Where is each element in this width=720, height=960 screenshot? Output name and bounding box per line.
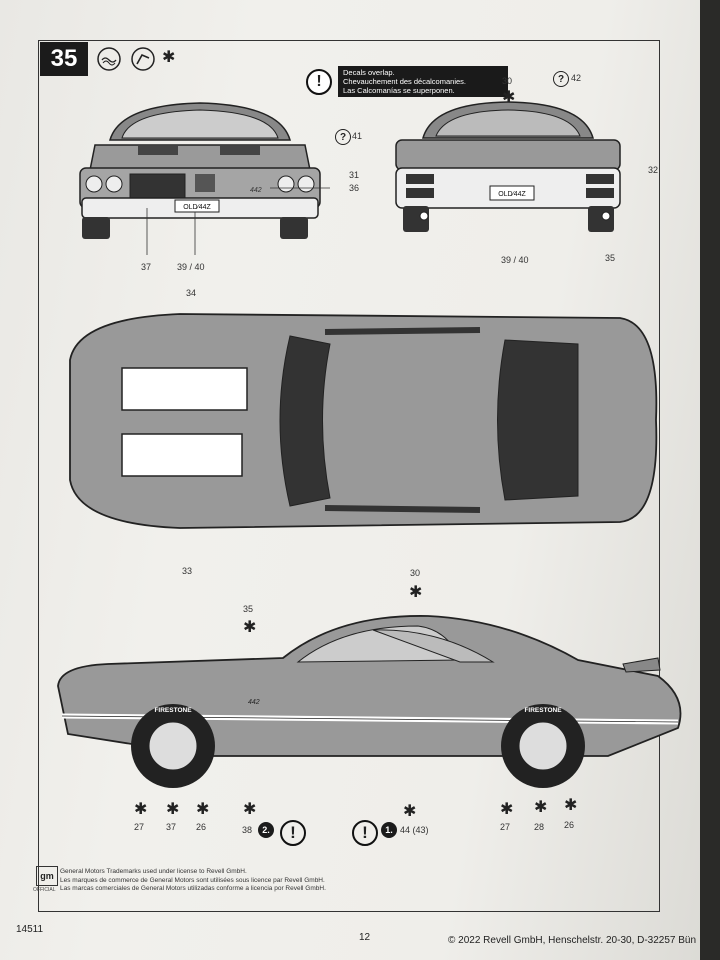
label-side-26b: 26: [564, 820, 575, 830]
warning-line-fr: Chevauchement des décalcomanies.: [343, 77, 466, 86]
label-rear-31: 31: [349, 170, 360, 180]
asterisk-icon: ✱: [500, 801, 514, 818]
gm-logo: gm: [36, 866, 58, 886]
decal-overlap-warning: ! Decals overlap. Chevauchement des déca…: [306, 66, 508, 97]
front-license-plate: OLD⁄44Z: [183, 204, 211, 211]
trademark-line-en: General Motors Trademarks used under lic…: [60, 868, 247, 875]
label-front-36: 36: [349, 183, 360, 193]
question-icon: ?: [335, 129, 351, 145]
trademark-line-es: Las marcas comerciales de General Motors…: [60, 885, 326, 892]
side-view-drawing: FIRESTONE FIRESTONE 442: [57, 615, 682, 788]
label-side-27b: 27: [500, 822, 511, 832]
asterisk-icon: ✱: [409, 584, 423, 601]
exclamation-icon: !: [352, 820, 378, 846]
decal-brush-icon: [131, 47, 155, 71]
exclamation-icon: !: [306, 68, 332, 95]
label-side-26a: 26: [196, 822, 207, 832]
page-number: 12: [359, 932, 371, 943]
side-badge: 442: [248, 699, 260, 706]
question-icon: ?: [553, 71, 569, 87]
svg-text:442: 442: [250, 187, 262, 194]
trademark-notice: General Motors Trademarks used under lic…: [60, 868, 326, 894]
asterisk-icon: ✱: [564, 797, 578, 814]
step-number: 35: [40, 42, 88, 76]
asterisk-icon: ✱: [243, 801, 257, 818]
sequence-2-badge: 2.: [258, 822, 274, 838]
front-view-drawing: 442 OLD⁄44Z: [79, 102, 330, 255]
label-side-44-43: 44 (43): [400, 825, 429, 835]
gm-official-label: OFFICIAL: [33, 887, 56, 893]
label-side-37: 37: [166, 822, 177, 832]
label-rear-42: 42: [571, 73, 582, 83]
tire-lettering-front: FIRESTONE: [154, 707, 192, 714]
exclamation-icon: !: [280, 820, 306, 846]
sequence-1-badge: 1.: [381, 822, 397, 838]
label-top-34: 34: [186, 288, 197, 298]
decal-water-icon: [97, 47, 121, 71]
asterisk-icon: ✱: [162, 49, 176, 66]
warning-line-es: Las Calcomanías se superponen.: [343, 86, 455, 95]
asterisk-icon: ✱: [134, 801, 148, 818]
label-top-33: 33: [182, 566, 193, 576]
kit-number: 14511: [16, 924, 44, 935]
label-rear-30: 30: [502, 76, 513, 86]
label-front-39-40: 39 / 40: [177, 262, 205, 272]
label-front-37: 37: [141, 262, 152, 272]
warning-line-en: Decals overlap.: [343, 68, 395, 77]
label-rear-41: 41: [352, 131, 363, 141]
asterisk-icon: ✱: [502, 89, 516, 106]
label-side-27a: 27: [134, 822, 145, 832]
copyright-notice: © 2022 Revell GmbH, Henschelstr. 20-30, …: [448, 935, 697, 946]
label-rear-35: 35: [605, 253, 616, 263]
rear-view-drawing: OLD⁄44Z: [395, 101, 621, 232]
step-frame: [38, 40, 660, 912]
instruction-page: 35 ✱ ! Decals overlap. Chevauchement des…: [0, 0, 700, 960]
label-side-30: 30: [410, 568, 421, 578]
asterisk-icon: ✱: [166, 801, 180, 818]
asterisk-icon: ✱: [534, 799, 548, 816]
rear-license-plate: OLD⁄44Z: [498, 191, 526, 198]
label-rear-32: 32: [648, 165, 659, 175]
label-side-38: 38: [242, 825, 253, 835]
top-view-drawing: [69, 313, 658, 529]
warning-text: Decals overlap. Chevauchement des décalc…: [338, 66, 508, 97]
label-rear-39-40: 39 / 40: [501, 255, 529, 265]
tire-lettering-rear: FIRESTONE: [524, 707, 562, 714]
label-side-35: 35: [243, 604, 254, 614]
asterisk-icon: ✱: [243, 619, 257, 636]
label-side-28: 28: [534, 822, 545, 832]
asterisk-icon: ✱: [403, 803, 417, 820]
asterisk-icon: ✱: [196, 801, 210, 818]
trademark-line-fr: Les marques de commerce de General Motor…: [60, 876, 325, 884]
